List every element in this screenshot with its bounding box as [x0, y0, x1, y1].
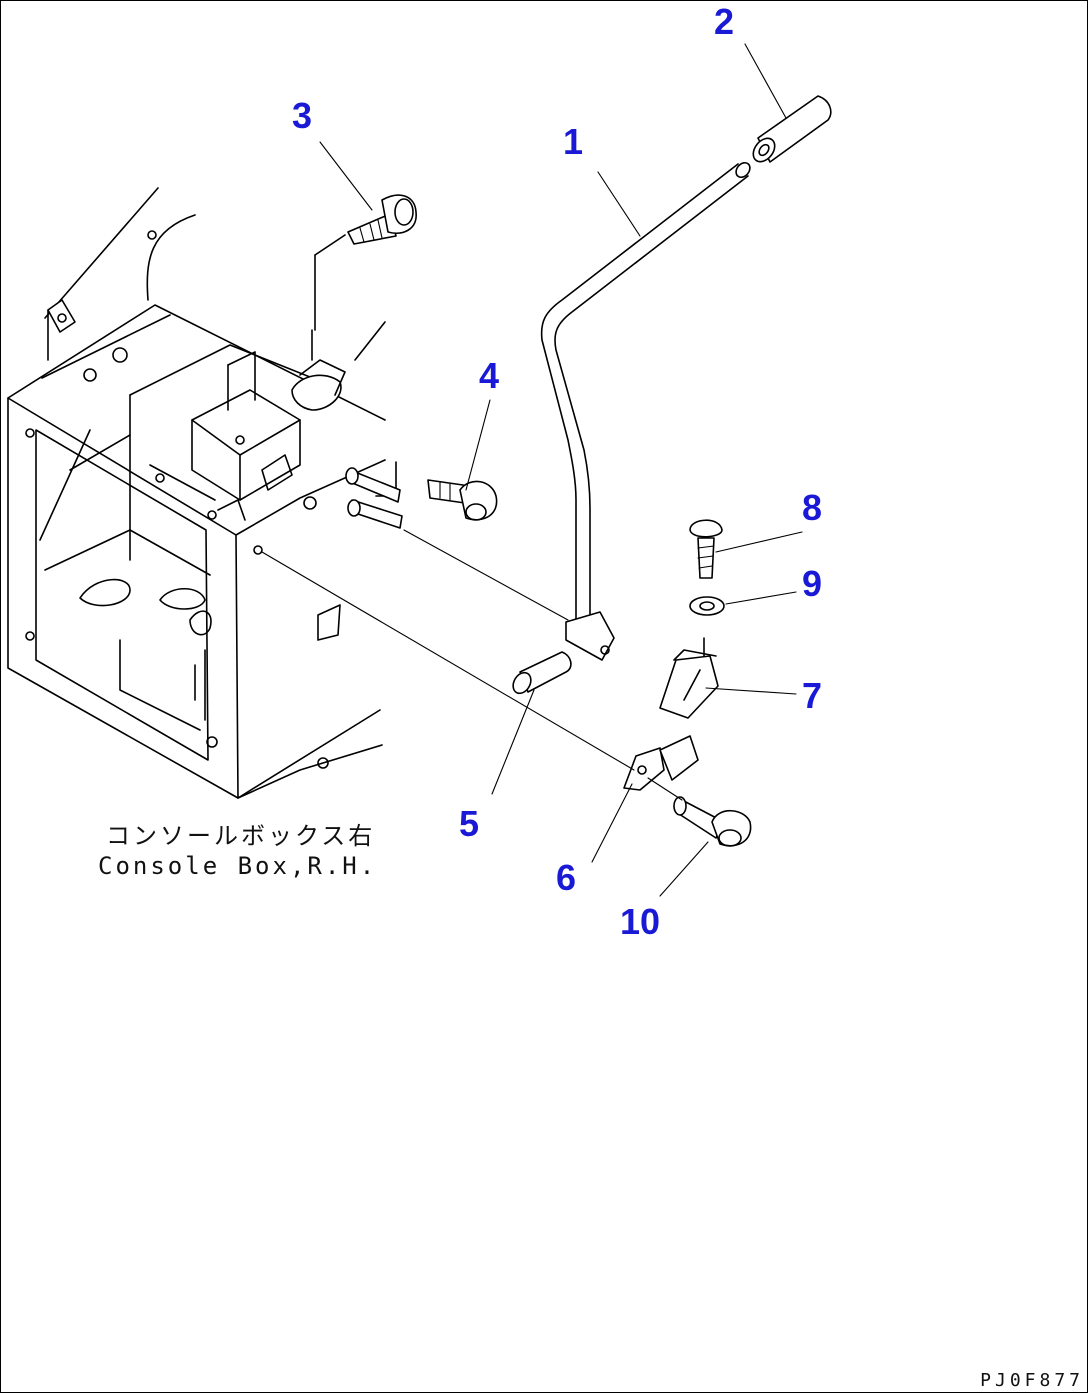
- callout-5: 5: [459, 803, 480, 844]
- callout-3: 3: [292, 95, 313, 136]
- console-label-japanese: コンソールボックス右: [106, 822, 376, 850]
- callout-8: 8: [802, 487, 823, 528]
- callout-6: 6: [556, 857, 577, 898]
- callout-1: 1: [563, 121, 584, 162]
- part-9-washer: [689, 596, 725, 616]
- console-box: [7, 187, 386, 799]
- part-8-screw: [689, 519, 723, 579]
- console-label-english: Console Box,R.H.: [98, 852, 378, 880]
- callout-4: 4: [479, 355, 500, 396]
- part-4-bolt: [345, 461, 498, 529]
- part-2-grip: [752, 95, 832, 163]
- part-5-pin: [512, 651, 572, 695]
- callout-9: 9: [802, 563, 823, 604]
- leader-lines: [319, 43, 803, 897]
- part-7-clip: [659, 637, 719, 719]
- assembly-lines: [261, 529, 683, 801]
- part-3-bolt: [347, 194, 417, 245]
- part-1-lever: [540, 161, 751, 661]
- callout-10: 10: [620, 901, 661, 942]
- callout-2: 2: [714, 1, 735, 42]
- drawing-code: PJ0F877: [980, 1370, 1084, 1391]
- callout-7: 7: [802, 675, 823, 716]
- part-10-bolt: [673, 796, 752, 847]
- part-6-bracket: [623, 735, 699, 791]
